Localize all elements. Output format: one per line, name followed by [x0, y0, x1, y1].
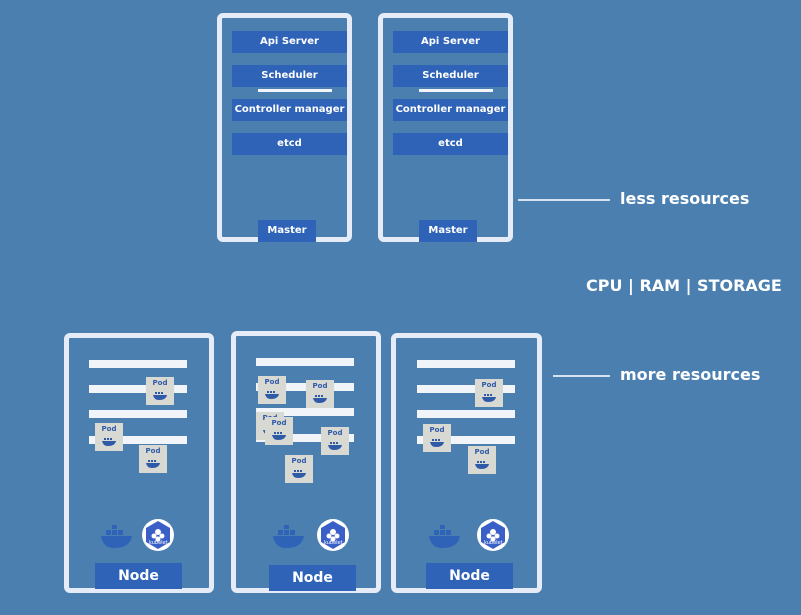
pod-label: Pod — [264, 378, 280, 386]
pod-label: Pod — [145, 447, 161, 455]
node-bar — [256, 358, 354, 366]
docker-icon — [475, 461, 489, 469]
pod-label: Pod — [101, 425, 117, 433]
docker-icon — [265, 391, 279, 399]
pod-card: Pod — [265, 417, 293, 445]
pod-card: Pod — [139, 445, 167, 473]
pod-label: Pod — [312, 382, 328, 390]
docker-icon — [482, 394, 496, 402]
node-bar — [256, 434, 354, 442]
pod-card: Pod — [423, 424, 451, 452]
node-bar — [89, 360, 187, 368]
kubelet-icon: kubelet — [142, 519, 174, 551]
node-bar — [89, 410, 187, 418]
etcd-box: etcd — [232, 133, 347, 155]
kubelet-label: kubelet — [149, 540, 168, 546]
docker-icon — [153, 392, 167, 400]
less-resources-label: less resources — [620, 189, 750, 208]
scheduler-box: Scheduler — [232, 65, 347, 87]
pod-label: Pod — [291, 457, 307, 465]
etcd-box: etcd — [393, 133, 508, 155]
pod-label: Pod — [429, 426, 445, 434]
docker-icon — [328, 442, 342, 450]
node-bar — [89, 436, 187, 444]
api-server-box: Api Server — [232, 31, 347, 53]
master-server-2: Api Server Scheduler Controller manager … — [378, 13, 513, 242]
pod-card: Pod — [321, 427, 349, 455]
master-label: Master — [258, 220, 316, 242]
kubelet-icon: kubelet — [477, 519, 509, 551]
docker-icon — [102, 438, 116, 446]
docker-icon — [292, 470, 306, 478]
scheduler-underline — [258, 89, 332, 92]
api-server-box: Api Server — [393, 31, 508, 53]
less-resources-line — [518, 199, 610, 201]
controller-manager-box: Controller manager — [232, 99, 347, 121]
more-resources-line — [553, 375, 610, 377]
docker-icon — [273, 525, 304, 548]
more-resources-label: more resources — [620, 365, 761, 384]
node-bar — [89, 385, 187, 393]
node-bar — [417, 385, 515, 393]
pod-label: Pod — [481, 381, 497, 389]
worker-node-3: Pod Pod Pod kubelet Node — [391, 333, 542, 593]
cpu-ram-storage-label: CPU | RAM | STORAGE — [586, 276, 782, 295]
pod-label: Pod — [152, 379, 168, 387]
node-bar — [256, 383, 354, 391]
docker-icon — [313, 395, 327, 403]
master-label: Master — [419, 220, 477, 242]
pod-card: Pod — [95, 423, 123, 451]
docker-icon — [430, 439, 444, 447]
pod-label: Pod — [474, 448, 490, 456]
pod-card: Pod — [258, 376, 286, 404]
pod-card: Pod — [306, 380, 334, 408]
kubelet-icon: kubelet — [317, 519, 349, 551]
kubelet-label: kubelet — [324, 540, 343, 546]
pod-card: Pod — [468, 446, 496, 474]
pod-card: Pod — [146, 377, 174, 405]
node-bar — [417, 410, 515, 418]
node-bar — [256, 408, 354, 416]
node-label: Node — [269, 565, 356, 591]
worker-node-1: Pod Pod Pod kubelet Node — [64, 333, 214, 593]
controller-manager-box: Controller manager — [393, 99, 508, 121]
docker-icon — [429, 525, 460, 548]
worker-node-2: Pod Pod Pod Pod Pod Pod kubelet Node — [231, 331, 381, 593]
docker-icon — [272, 432, 286, 440]
scheduler-underline — [419, 89, 493, 92]
docker-icon — [146, 460, 160, 468]
node-bar — [417, 360, 515, 368]
node-bar — [417, 436, 515, 444]
pod-label: Pod — [271, 419, 287, 427]
pod-card: Pod — [285, 455, 313, 483]
kubelet-label: kubelet — [484, 540, 503, 546]
pod-card: Pod — [475, 379, 503, 407]
node-label: Node — [426, 563, 513, 589]
node-label: Node — [95, 563, 182, 589]
docker-icon — [101, 525, 132, 548]
scheduler-box: Scheduler — [393, 65, 508, 87]
pod-label: Pod — [327, 429, 343, 437]
master-server-1: Api Server Scheduler Controller manager … — [217, 13, 352, 242]
